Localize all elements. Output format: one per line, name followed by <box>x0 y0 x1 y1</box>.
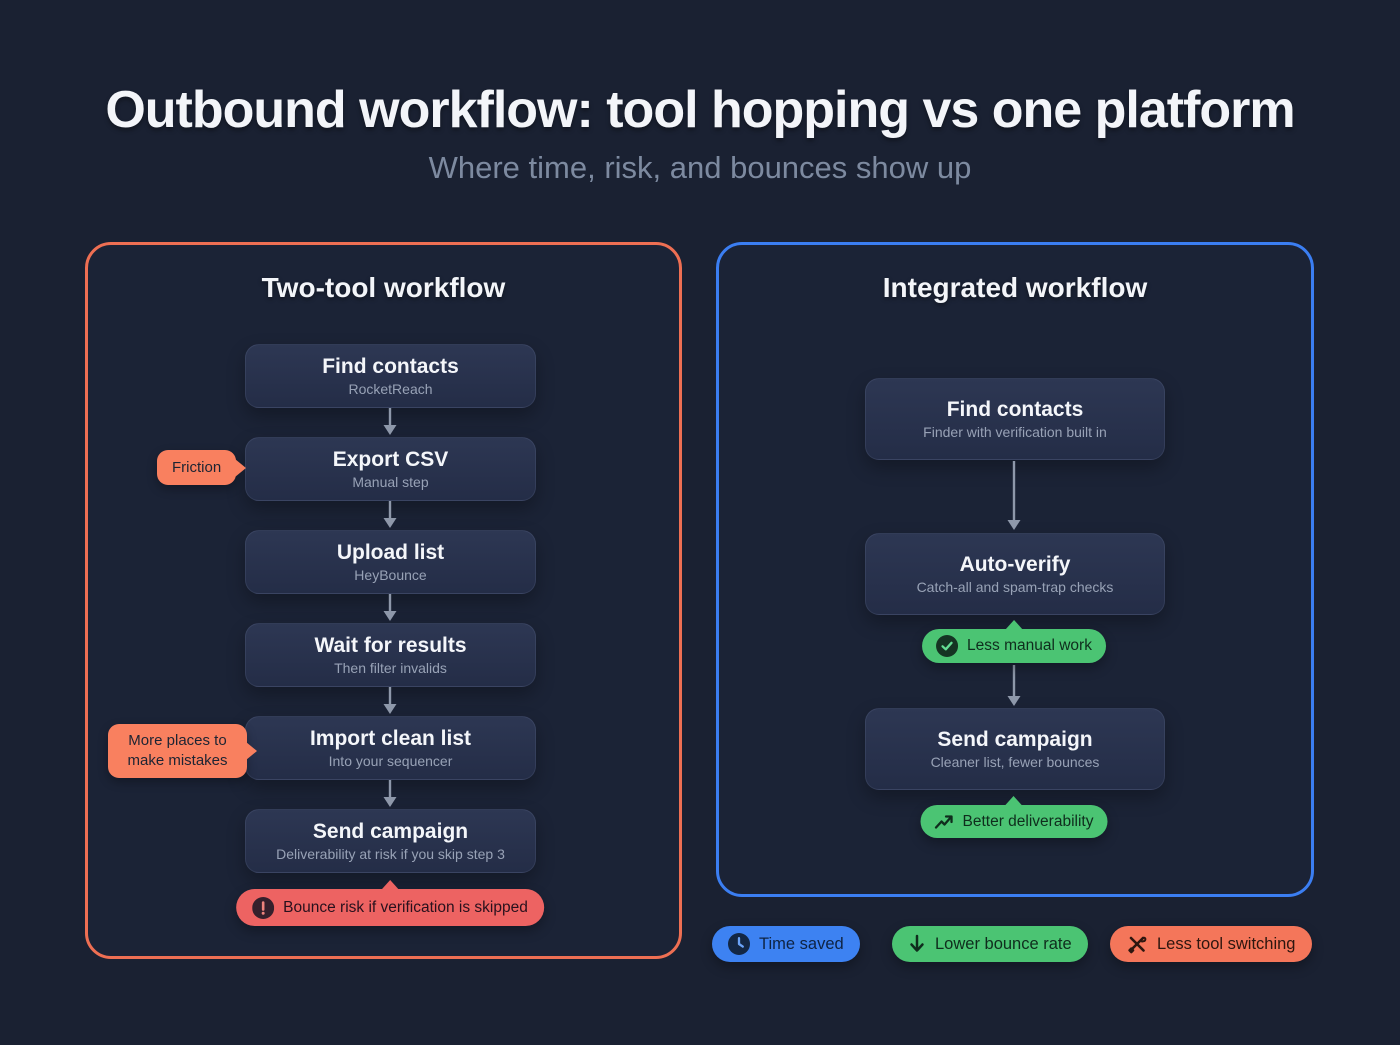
step-send-campaign-right: Send campaign Cleaner list, fewer bounce… <box>865 708 1165 790</box>
right-panel-title: Integrated workflow <box>882 272 1148 303</box>
step-title: Export CSV <box>332 447 449 471</box>
step-title: Wait for results <box>314 633 467 657</box>
callout-label: More places to make mistakes <box>127 732 228 769</box>
clock-icon <box>728 933 750 955</box>
step-export-csv: Export CSV Manual step <box>245 437 536 501</box>
lower-bounce-rate-badge: Lower bounce rate <box>892 926 1088 962</box>
step-wait-for-results: Wait for results Then filter invalids <box>245 623 536 687</box>
mistakes-callout: More places to make mistakes <box>108 724 247 778</box>
check-icon <box>936 635 959 657</box>
step-subtitle: Into your sequencer <box>328 752 453 769</box>
trend-up-icon <box>934 814 954 830</box>
step-find-contacts-integrated: Find contacts Finder with verification b… <box>865 378 1165 460</box>
step-subtitle: Finder with verification built in <box>923 423 1107 440</box>
benefit-label: Less manual work <box>967 637 1092 654</box>
less-manual-work-badge: Less manual work <box>922 620 1106 663</box>
left-panel-title: Two-tool workflow <box>261 272 506 303</box>
badge-label: Less tool switching <box>1157 934 1296 953</box>
step-subtitle: Cleaner list, fewer bounces <box>930 753 1100 770</box>
step-import-clean-list: Import clean list Into your sequencer <box>245 716 536 780</box>
badge-label: Lower bounce rate <box>935 934 1072 953</box>
arrow-down-icon <box>908 934 926 954</box>
page-subtitle: Where time, risk, and bounces show up <box>428 150 972 185</box>
step-upload-list: Upload list HeyBounce <box>245 530 536 594</box>
warning-label: Bounce risk if verification is skipped <box>283 898 528 916</box>
step-title: Import clean list <box>309 726 472 750</box>
time-saved-badge: Time saved <box>712 926 860 962</box>
step-title: Auto-verify <box>959 552 1071 576</box>
step-subtitle: Catch-all and spam-trap checks <box>916 578 1114 595</box>
step-title: Upload list <box>336 540 445 564</box>
less-tool-switching-badge: Less tool switching <box>1110 926 1312 962</box>
better-deliverability-badge: Better deliverability <box>920 796 1108 838</box>
step-subtitle: RocketReach <box>348 380 433 397</box>
exclamation-icon <box>252 896 275 919</box>
step-subtitle: Deliverability at risk if you skip step … <box>276 845 505 862</box>
step-find-contacts: Find contacts RocketReach <box>245 344 536 408</box>
step-title: Find contacts <box>946 397 1084 421</box>
step-title: Find contacts <box>322 354 459 378</box>
friction-callout: Friction <box>157 450 237 485</box>
callout-label: Friction <box>172 459 222 476</box>
step-subtitle: Manual step <box>352 473 429 490</box>
step-send-campaign-left: Send campaign Deliverability at risk if … <box>245 809 536 873</box>
page-title: Outbound workflow: tool hopping vs one p… <box>105 81 1295 139</box>
bounce-risk-warning: Bounce risk if verification is skipped <box>236 880 544 926</box>
step-title: Send campaign <box>937 727 1093 751</box>
step-auto-verify: Auto-verify Catch-all and spam-trap chec… <box>865 533 1165 615</box>
badge-label: Time saved <box>759 934 844 953</box>
crossed-tools-icon <box>1126 933 1148 955</box>
benefit-label: Better deliverability <box>962 812 1094 830</box>
step-subtitle: Then filter invalids <box>334 659 447 676</box>
step-subtitle: HeyBounce <box>354 566 427 583</box>
step-title: Send campaign <box>312 819 469 843</box>
